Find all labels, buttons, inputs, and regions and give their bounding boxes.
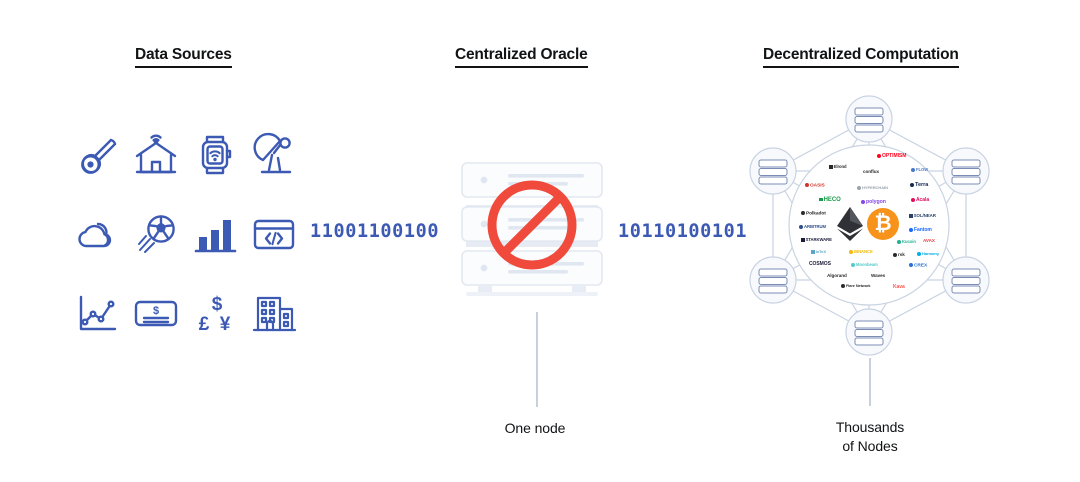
- smartwatch-icon: [191, 131, 239, 179]
- label-thousands-line1: Thousands: [835, 419, 905, 435]
- blockchain-logo-cloud: ₿ OPTIMISM Elrond conflux FLOW OASIS HYPERCHA…: [793, 145, 951, 303]
- smart-home-icon: [132, 131, 180, 179]
- blockchain-logo: Flare Network: [841, 284, 871, 288]
- server-node-icon: [845, 308, 893, 356]
- blockchain-logo-label: IoTeX: [815, 249, 826, 254]
- blockchain-logo-label: Algorand: [827, 273, 847, 278]
- blockchain-logo: Terra: [910, 182, 928, 188]
- svg-text:$: $: [153, 305, 159, 317]
- blockchain-logo: Moonbeam: [851, 262, 878, 267]
- blockchain-logo-label: HYPERCHAIN: [862, 185, 888, 190]
- blockchain-logo-label: STARKWARE: [805, 237, 832, 242]
- bar-chart-icon: [191, 210, 239, 258]
- heading-data-sources: Data Sources: [135, 46, 232, 68]
- label-thousands-line2: of Nodes: [842, 438, 898, 454]
- label-thousands-of-nodes: Thousands of Nodes: [790, 418, 950, 456]
- blockchain-logo-label: COSMOS: [809, 261, 831, 267]
- network-nodes: [749, 95, 990, 356]
- blockchain-logo: BINANCE: [849, 249, 873, 254]
- ethereum-logo: [837, 207, 863, 241]
- blockchain-logo-label: ARBITRUM: [804, 224, 826, 229]
- blockchain-logo-label: CREX: [914, 263, 928, 269]
- blockchain-logo: Kava: [893, 284, 905, 290]
- server-node-icon: [749, 256, 797, 304]
- blockchain-logo: Fantom: [909, 227, 932, 233]
- binary-stream-right: 10110100101: [618, 221, 748, 242]
- blockchain-logo-label: Kava: [893, 284, 905, 290]
- blockchain-logo: Polkadot: [801, 211, 826, 216]
- payment-card-icon: $: [132, 289, 180, 337]
- blockchain-logo: Waves: [871, 273, 885, 278]
- blockchain-logo-label: FLOW: [916, 167, 929, 172]
- blockchain-logo-label: BINANCE: [854, 249, 873, 254]
- code-window-icon: [250, 210, 298, 258]
- blockchain-logo: Acala: [911, 197, 929, 203]
- blockchain-logo-label: Terra: [915, 182, 929, 188]
- blockchain-logo-label: Waves: [871, 273, 886, 278]
- blockchain-logo: OPTIMISM: [877, 153, 906, 159]
- satellite-dish-icon: [250, 131, 298, 179]
- prohibition-icon: [487, 180, 577, 270]
- blockchain-logo-label: Polkadot: [806, 211, 826, 217]
- blockchain-logo-label: Elrond: [833, 164, 847, 169]
- blockchain-logo: conflux: [863, 169, 879, 174]
- blockchain-logo-label: Fantom: [914, 227, 932, 233]
- blockchain-logo-label: Harmony: [922, 251, 939, 256]
- blockchain-logo: ARBITRUM: [799, 224, 826, 229]
- blockchain-logo-label: AVAX: [923, 238, 935, 243]
- blockchain-logo-label: conflux: [863, 169, 879, 174]
- server-node-icon: [749, 147, 797, 195]
- blockchain-logo: OASIS: [805, 183, 825, 188]
- one-node-connector-line: [536, 312, 538, 407]
- server-node-icon: [845, 95, 893, 143]
- heading-centralized-oracle: Centralized Oracle: [455, 46, 588, 68]
- bitcoin-logo: ₿: [867, 208, 899, 240]
- blockchain-logo-label: Flare Network: [846, 284, 871, 288]
- blockchain-logo: Algorand: [827, 273, 847, 278]
- blockchain-logo: COSMOS: [809, 261, 831, 267]
- server-node-icon: [942, 147, 990, 195]
- data-sources-icon-grid: $ $ £ ¥: [68, 115, 303, 352]
- blockchain-logo: STARKWARE: [801, 237, 832, 242]
- server-node-icon: [942, 256, 990, 304]
- blockchain-logo-label: polygon: [866, 199, 886, 205]
- blockchain-logo: SOL/NEAR: [909, 213, 936, 218]
- thermometer-icon: [73, 131, 121, 179]
- label-one-node: One node: [504, 420, 566, 436]
- blockchain-logo: CREX: [909, 263, 927, 268]
- currency-symbols-icon: $ £ ¥: [191, 289, 239, 337]
- office-building-icon: [250, 289, 298, 337]
- centralized-oracle-server: [452, 155, 612, 305]
- blockchain-logo: Harmony: [917, 251, 939, 256]
- blockchain-logo-label: SOL/NEAR: [913, 213, 936, 218]
- blockchain-logo-label: Acala: [916, 197, 930, 203]
- blockchain-logo: polygon: [861, 199, 886, 205]
- soccer-ball-icon: [132, 210, 180, 258]
- weather-cloud-icon: [73, 210, 121, 258]
- blockchain-logo-label: Moonbeam: [856, 262, 878, 267]
- binary-stream-left: 11001100100: [310, 221, 440, 242]
- blockchain-logo-label: OASIS: [810, 183, 825, 189]
- blockchain-logo: rsk: [893, 252, 905, 257]
- blockchain-logo: HECO: [819, 197, 841, 203]
- heading-decentralized-computation: Decentralized Computation: [763, 46, 959, 68]
- blockchain-logo-label: Kucoin: [902, 239, 916, 244]
- currency-dollar-glyph: $: [212, 294, 223, 315]
- blockchain-logo: Kucoin: [897, 239, 916, 244]
- blockchain-logo-label: HECO: [823, 197, 841, 203]
- blockchain-logo: Elrond: [829, 164, 847, 169]
- blockchain-logo-label: OPTIMISM: [882, 153, 907, 159]
- currency-pound-glyph: £: [199, 314, 210, 335]
- blockchain-logo: FLOW: [911, 167, 928, 172]
- blockchain-logo: HYPERCHAIN: [857, 185, 888, 190]
- blockchain-logo: IoTeX: [811, 249, 826, 254]
- line-chart-icon: [73, 289, 121, 337]
- blockchain-logo: AVAX: [923, 238, 935, 243]
- blockchain-logo-label: rsk: [898, 252, 905, 257]
- thousands-connector-line: [869, 358, 871, 406]
- currency-yen-glyph: ¥: [220, 314, 231, 335]
